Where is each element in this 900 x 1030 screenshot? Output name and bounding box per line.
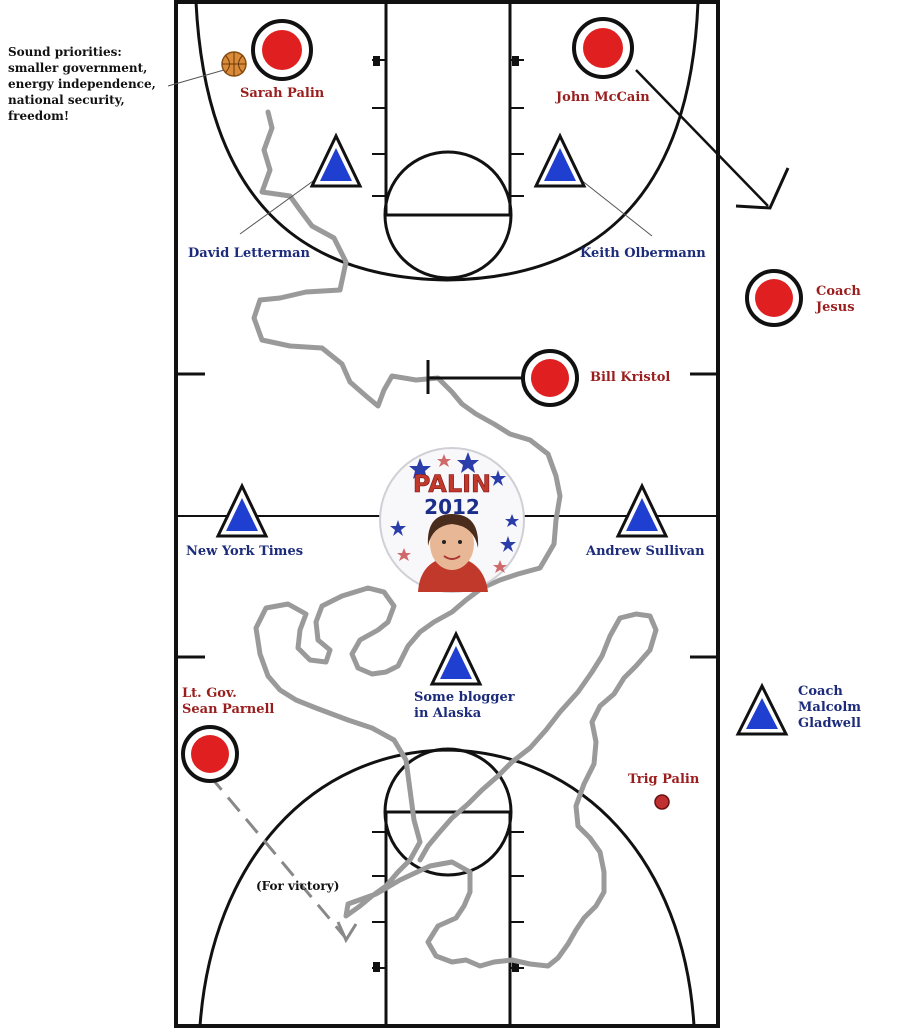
arrow-head xyxy=(735,167,790,210)
three-point-arc-top xyxy=(194,1,700,282)
free-throw-circle-top xyxy=(383,150,513,280)
label-bill-kristol: Bill Kristol xyxy=(590,370,671,385)
court-boundary xyxy=(174,0,720,1028)
player-sarah-palin-marker xyxy=(251,19,313,81)
star-icon xyxy=(390,452,519,552)
label-andrew-sullivan: Andrew Sullivan xyxy=(586,544,705,559)
player-coach-gladwell-marker xyxy=(735,682,789,736)
player-andrew-sullivan-marker xyxy=(615,482,669,538)
label-john-mccain: John McCain xyxy=(556,90,650,105)
dribble-path xyxy=(251,109,659,969)
label-sean-parnell: Lt. Gov. Sean Parnell xyxy=(182,686,275,717)
badge-name: PALIN xyxy=(413,470,491,498)
label-david-letterman: David Letterman xyxy=(188,246,310,261)
label-some-blogger: Some blogger in Alaska xyxy=(414,690,515,721)
label-sarah-palin: Sarah Palin xyxy=(240,86,325,101)
player-sean-parnell-marker xyxy=(181,725,239,783)
label-new-york-times: New York Times xyxy=(186,544,304,559)
player-some-blogger-marker xyxy=(429,630,483,686)
pass-line-mccain-out xyxy=(635,69,769,207)
free-throw-circle-bottom xyxy=(383,747,513,877)
candidate-portrait xyxy=(418,514,488,592)
player-new-york-times-marker xyxy=(215,482,269,538)
player-keith-olbermann-marker xyxy=(533,132,587,188)
player-trig-palin-marker xyxy=(654,794,670,810)
pointer-line-palin xyxy=(167,69,225,87)
player-coach-jesus-marker xyxy=(745,269,803,327)
palin-2012-campaign-badge: PALIN 2012 xyxy=(379,447,525,593)
label-coach-jesus: Coach Jesus xyxy=(816,284,861,315)
player-bill-kristol-marker xyxy=(521,349,579,407)
pointer-line-letterman xyxy=(239,175,321,235)
pointer-line-olbermann xyxy=(575,175,653,237)
priorities-note: Sound priorities: smaller government, en… xyxy=(8,45,156,123)
label-trig-palin: Trig Palin xyxy=(628,772,700,787)
annotation-for-victory: (For victory) xyxy=(256,879,340,893)
label-coach-gladwell: Coach Malcolm Gladwell xyxy=(798,684,862,731)
player-david-letterman-marker xyxy=(309,132,363,188)
basketball-icon xyxy=(221,51,247,77)
check-mark xyxy=(336,921,358,944)
player-john-mccain-marker xyxy=(572,17,634,79)
label-keith-olbermann: Keith Olbermann xyxy=(580,246,706,261)
pass-line-parnell xyxy=(208,775,346,937)
